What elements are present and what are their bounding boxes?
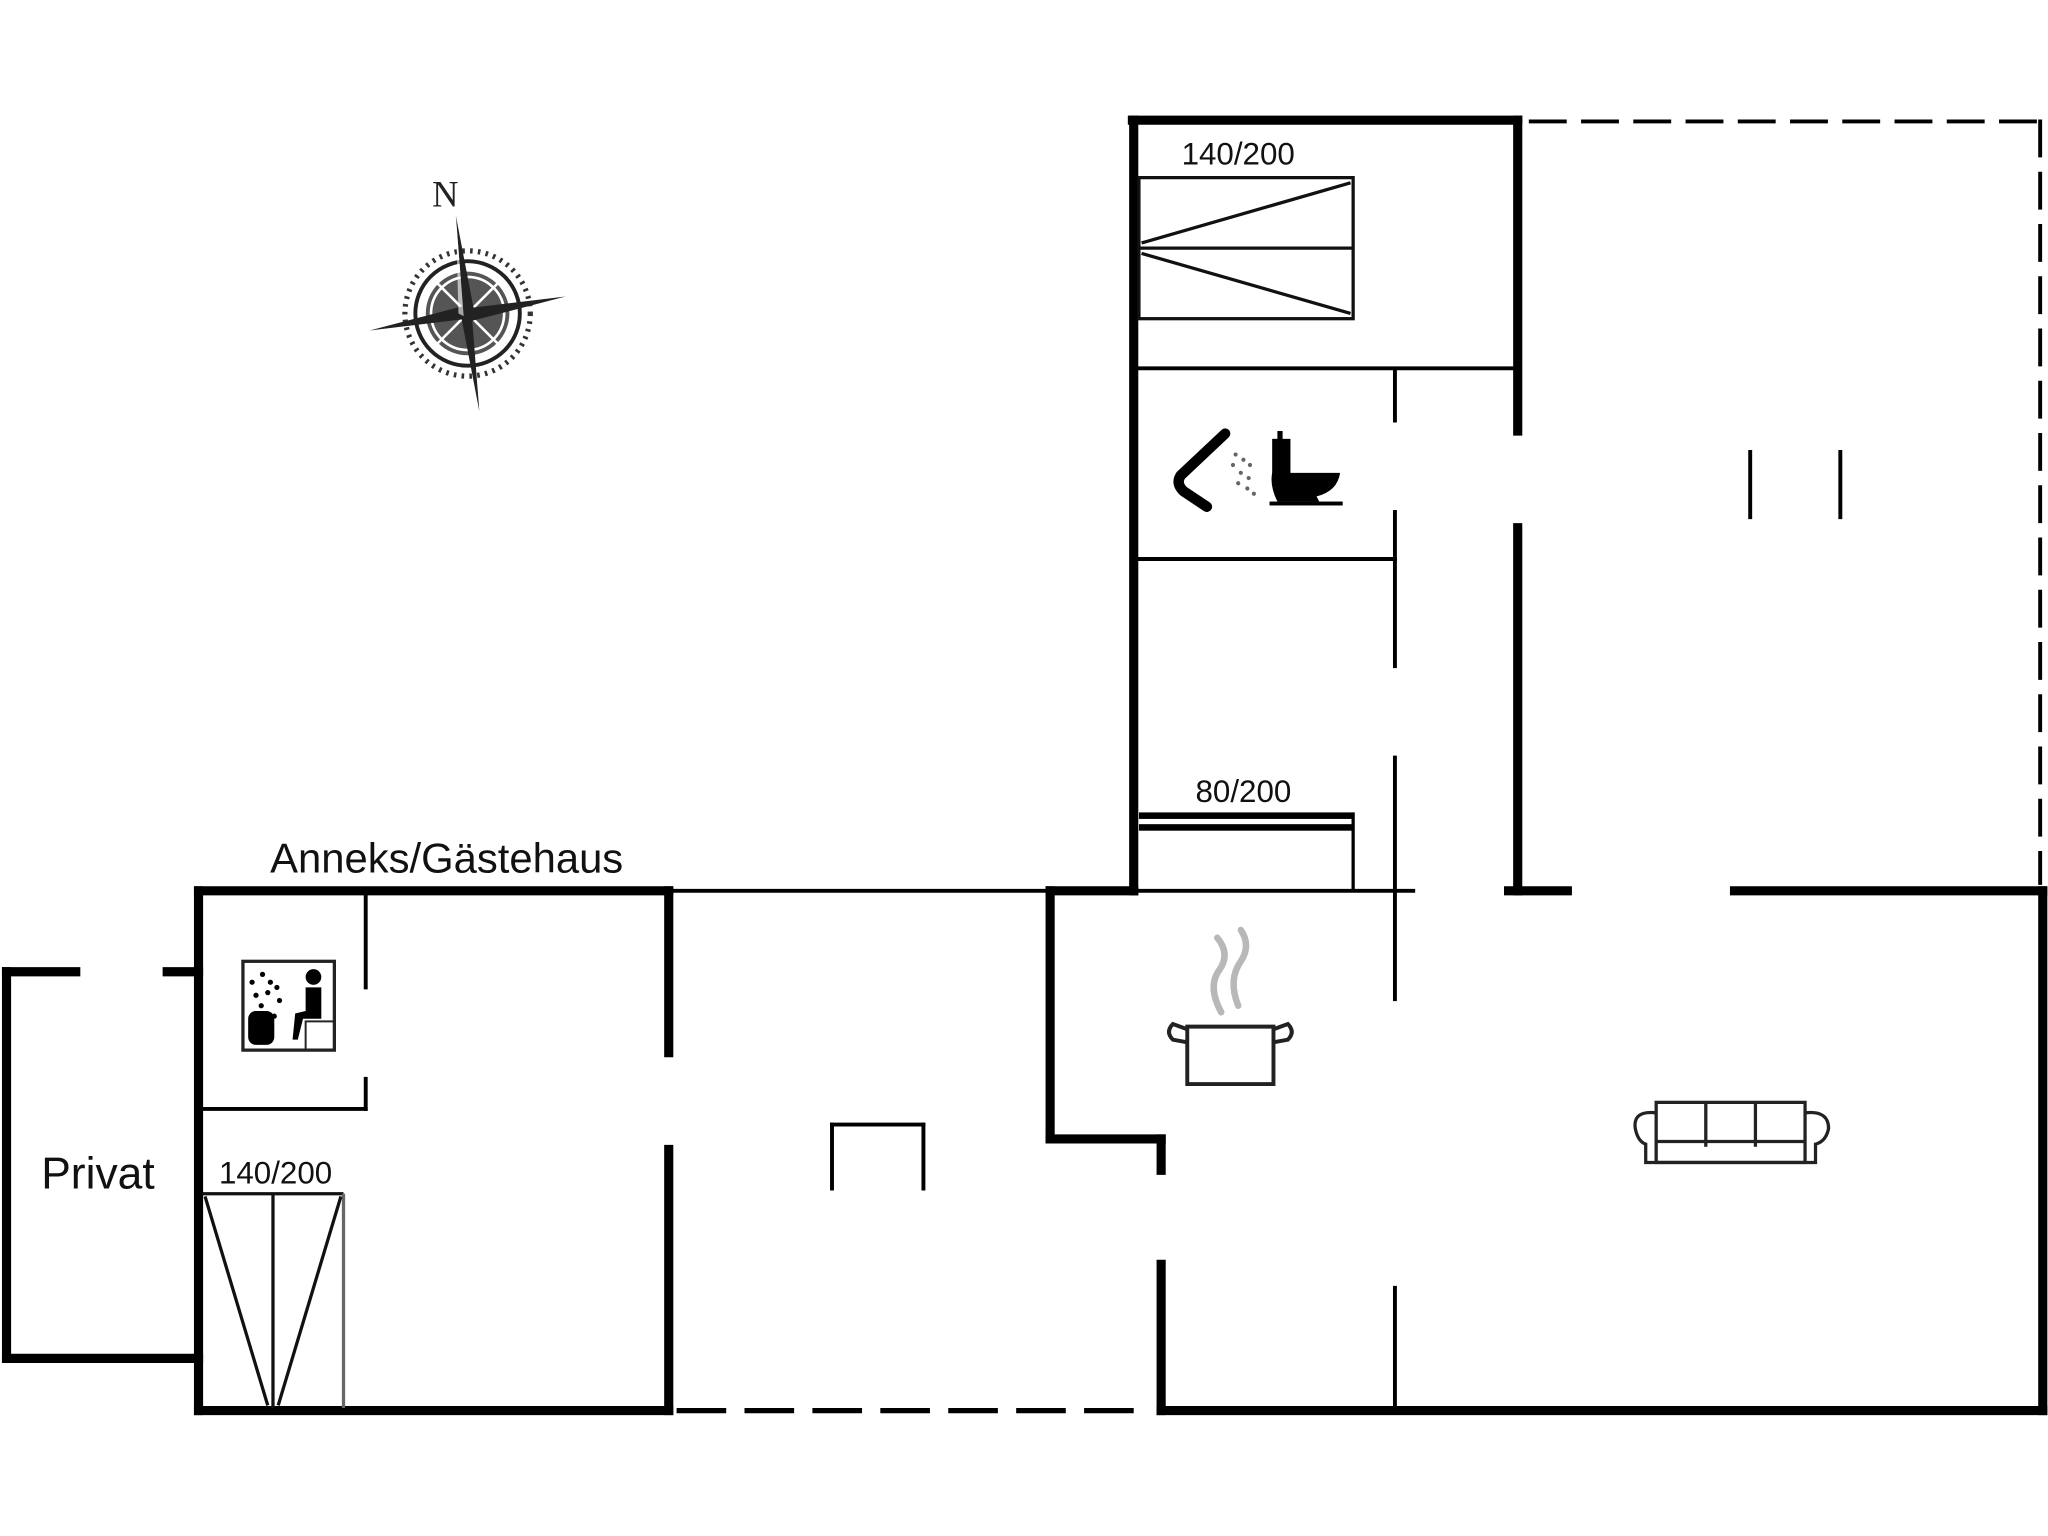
bed-size-label: 80/200 bbox=[1196, 774, 1292, 809]
private-area-label: Privat bbox=[41, 1150, 155, 1199]
sofa-icon bbox=[1633, 1100, 1831, 1165]
walls bbox=[1, 115, 2048, 1416]
sauna-icon bbox=[241, 959, 336, 1052]
annex-title: Anneks/Gästehaus bbox=[270, 834, 623, 881]
compass-rose-icon: N bbox=[369, 173, 566, 412]
double-bed-top: 140/200 bbox=[1137, 137, 1355, 321]
bed-size-label: 140/200 bbox=[219, 1155, 332, 1190]
double-bed-annex: 140/200 bbox=[202, 1155, 346, 1408]
compass-north-label: N bbox=[432, 173, 458, 214]
shower-icon bbox=[1173, 428, 1256, 512]
cooking-pot-icon bbox=[1167, 926, 1294, 1087]
single-bed: 80/200 bbox=[1138, 774, 1355, 891]
toilet-icon bbox=[1269, 431, 1343, 506]
bed-size-label: 140/200 bbox=[1182, 137, 1295, 172]
